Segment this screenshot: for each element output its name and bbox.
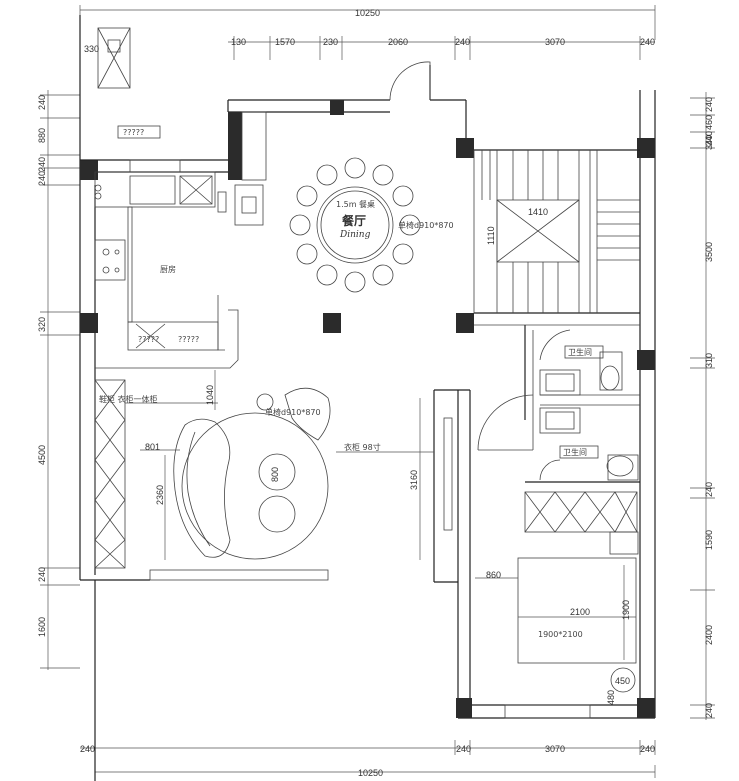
right-seg-1: 240 xyxy=(704,97,714,112)
right-seg-8: 1590 xyxy=(704,530,714,550)
bottom-left-seg: 240 xyxy=(80,744,95,754)
kitchen-label: 厨房 xyxy=(160,264,176,274)
left-dimensions: 240 880 240 240 320 4500 240 1600 xyxy=(37,90,80,670)
stair-treads xyxy=(473,150,640,313)
dining-area: 1.5m 餐桌 餐厅 Dining 单椅d910*870 xyxy=(289,61,454,293)
dining-label-en: Dining xyxy=(339,230,371,240)
right-dimensions: 240 460 240 340 3500 310 240 1590 2400 2… xyxy=(690,92,715,720)
chair-note: 单椅d910*870 xyxy=(265,407,321,417)
top-seg-1: 130 xyxy=(231,37,246,47)
top-seg-5: 240 xyxy=(455,37,470,47)
chair-dim: 1040 xyxy=(205,385,215,405)
dining-chairs xyxy=(289,157,421,293)
left-seg-6: 4500 xyxy=(37,445,47,465)
kitchen: 厨房 ????? ????? xyxy=(80,159,239,369)
top-seg-4: 2060 xyxy=(388,37,408,47)
stair-1110: 1110 xyxy=(486,226,496,245)
staircase: 1410 1110 xyxy=(473,149,640,326)
bed-width-dim: 2100 xyxy=(570,607,590,617)
table-note: 1.5m 餐桌 xyxy=(336,199,375,209)
left-seg-2: 880 xyxy=(37,128,47,143)
bath1-label: 卫生间 xyxy=(568,347,592,357)
box-330-dim: 330 xyxy=(84,44,99,54)
bed-gap-dim: 480 xyxy=(606,690,616,705)
dining-label-cn: 餐厅 xyxy=(342,213,366,228)
right-seg-6: 310 xyxy=(704,353,714,368)
right-seg-9: 2400 xyxy=(704,625,714,645)
bed-offset-dim: 860 xyxy=(486,570,501,580)
bottom-seg-1: 240 xyxy=(456,744,471,754)
sofa-width-dim: 801 xyxy=(145,442,160,452)
living-room: 鞋柜 衣柜一体柜 1040 单椅d910*870 800 2360 801 xyxy=(94,370,331,569)
top-total-dim: 10250 xyxy=(355,8,380,18)
left-seg-4: 240 xyxy=(37,171,47,186)
stair-1410: 1410 xyxy=(528,207,548,217)
cabinet-label: 鞋柜 衣柜一体柜 xyxy=(99,394,158,404)
bedroom: 860 2100 1900 1900*2100 450 480 xyxy=(475,481,640,705)
shaft-box: 330 xyxy=(84,27,131,89)
right-seg-10: 240 xyxy=(704,703,714,718)
counter-right-label: ????? xyxy=(178,335,199,344)
structural-columns xyxy=(80,100,655,718)
top-seg-3: 230 xyxy=(323,37,338,47)
bottom-seg-3: 240 xyxy=(640,744,655,754)
bath2-label: 卫生间 xyxy=(563,447,587,457)
bottom-seg-2: 3070 xyxy=(545,744,565,754)
bottom-total-dim: 10250 xyxy=(358,768,383,778)
bed-side-dim: 450 xyxy=(615,676,630,686)
bed-size-label: 1900*2100 xyxy=(538,630,583,639)
left-seg-7: 240 xyxy=(37,567,47,582)
right-seg-3: 240 xyxy=(704,131,714,146)
bed-length-dim: 1900 xyxy=(621,600,631,620)
left-seg-1: 240 xyxy=(37,95,47,110)
right-seg-7: 240 xyxy=(704,482,714,497)
top-seg-6: 3070 xyxy=(545,37,565,47)
sofa-height-dim: 2360 xyxy=(155,485,165,505)
outer-walls xyxy=(79,15,656,781)
round-table-dim: 800 xyxy=(270,467,280,482)
right-seg-5: 3500 xyxy=(704,242,714,262)
top-left-label: ????? xyxy=(123,128,144,137)
top-seg-7: 240 xyxy=(640,37,655,47)
right-seg-2: 460 xyxy=(704,115,714,130)
bottom-dimensions: 240 240 3070 240 10250 xyxy=(80,740,656,778)
top-dimensions: 10250 130 1570 230 2060 240 3070 240 xyxy=(79,5,656,60)
chair-note: 单椅d910*870 xyxy=(398,220,454,230)
left-seg-5: 320 xyxy=(37,317,47,332)
wardrobe-note: 衣柜 98寸 xyxy=(344,442,381,452)
left-seg-3: 240 xyxy=(37,157,47,172)
wardrobe-height-dim: 3160 xyxy=(409,470,419,490)
right-seg-4: 340 xyxy=(704,135,714,150)
left-seg-8: 1600 xyxy=(37,617,47,637)
top-seg-2: 1570 xyxy=(275,37,295,47)
wardrobe-wall: 3160 衣柜 98寸 xyxy=(336,398,453,560)
counter-left-label: ????? xyxy=(138,335,159,344)
bathrooms: 卫生间 卫生间 xyxy=(477,325,640,481)
